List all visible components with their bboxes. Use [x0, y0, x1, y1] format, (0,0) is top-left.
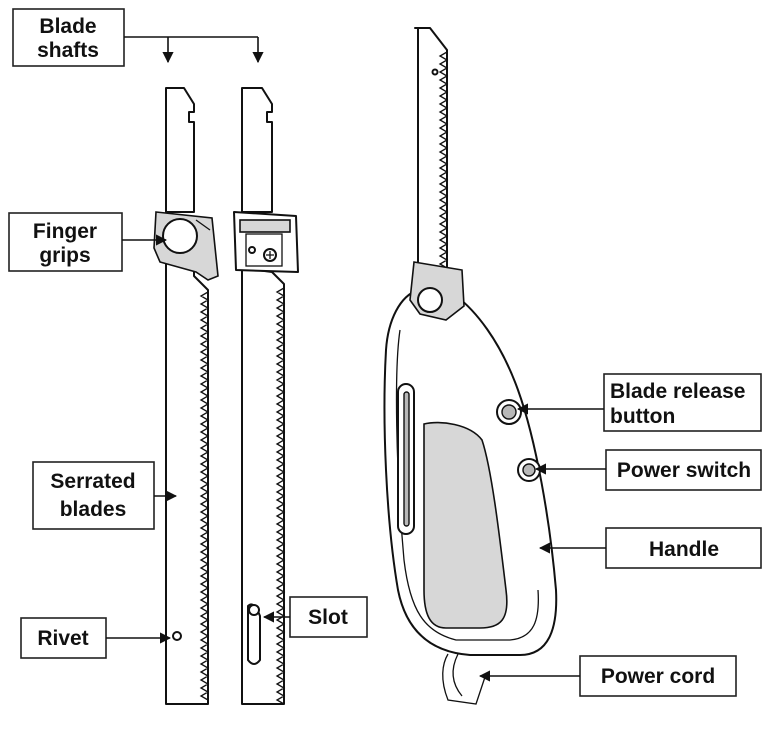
label-text: button [610, 405, 675, 428]
label-rivet: Rivet [20, 617, 172, 659]
label-blade-release-button: Blade release button [516, 373, 762, 432]
label-finger-grips: Finger grips [8, 212, 168, 272]
label-text: Blade release [610, 380, 745, 403]
label-serrated-blades: Serrated blades [32, 461, 178, 530]
label-blade-shafts: Blade shafts [12, 8, 264, 67]
label-text: Serrated [50, 470, 135, 493]
label-text: Slot [308, 606, 348, 629]
label-text: shafts [37, 39, 99, 62]
label-text: Handle [649, 538, 719, 561]
label-power-cord: Power cord [478, 655, 737, 697]
label-text: Finger [33, 220, 97, 243]
electric-knife [383, 27, 558, 705]
middle-blade [233, 87, 299, 705]
label-slot: Slot [262, 596, 368, 638]
left-blade [153, 87, 219, 705]
label-text: Blade [39, 15, 96, 38]
label-power-switch: Power switch [534, 449, 762, 491]
rivet-hole [172, 631, 182, 641]
label-handle: Handle [538, 527, 762, 569]
label-text: Power switch [617, 459, 751, 482]
label-text: Rivet [37, 627, 88, 650]
power-cord-line [442, 653, 487, 705]
label-text: Power cord [601, 665, 715, 688]
label-text: blades [60, 498, 127, 521]
label-text: grips [39, 244, 90, 267]
